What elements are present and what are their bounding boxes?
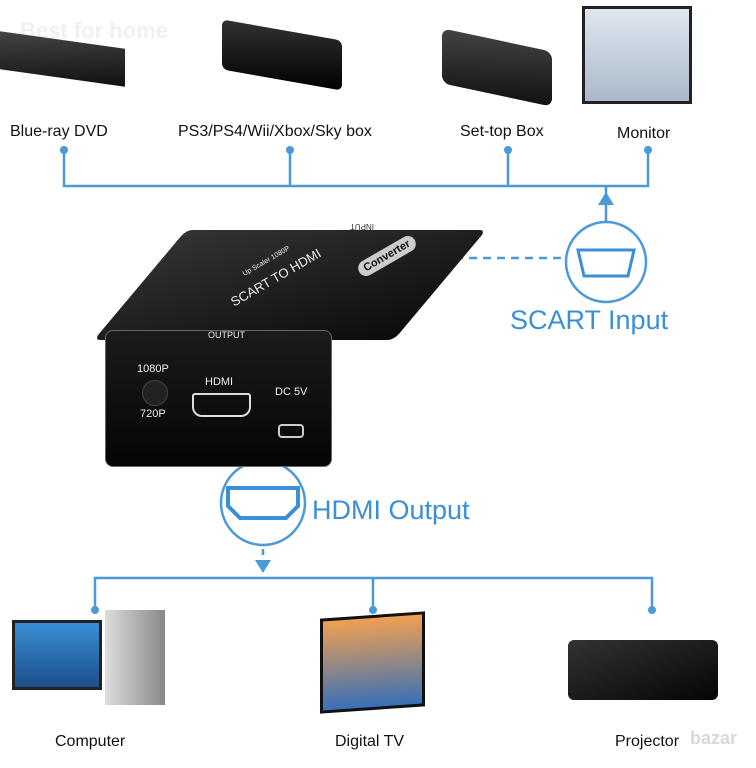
source-drop-lines — [288, 150, 510, 186]
tv-image — [320, 611, 425, 714]
source-bus-line — [62, 150, 650, 188]
output-label-tv: Digital TV — [335, 733, 405, 750]
output-label-projector: Projector — [615, 733, 680, 750]
res-720-label: 720P — [140, 408, 166, 420]
device-output-text: OUTPUT — [208, 330, 245, 340]
output-bus-line — [93, 576, 654, 610]
converter-front — [105, 330, 332, 467]
res-1080-label: 1080P — [137, 363, 169, 375]
hdmi-port-label: HDMI — [205, 376, 234, 388]
source-label-bluray: Blue-ray DVD — [10, 123, 108, 140]
scart-input-label: SCART Input — [510, 305, 669, 335]
usb-power-port — [278, 424, 304, 438]
resolution-switch[interactable] — [142, 380, 168, 406]
computer-image — [12, 620, 102, 690]
monitor-image — [582, 6, 692, 104]
device-input-text: INPUT — [350, 222, 374, 231]
projector-image — [568, 640, 718, 700]
dc-power-label: DC 5V — [275, 386, 308, 398]
source-label-settop: Set-top Box — [460, 123, 544, 140]
watermark-bottom: bazar — [690, 728, 738, 748]
source-label-console: PS3/PS4/Wii/Xbox/Sky box — [178, 123, 372, 140]
hdmi-port — [192, 393, 251, 417]
hdmi-output-label: HDMI Output — [312, 495, 470, 525]
computer-tower-image — [105, 610, 165, 705]
source-label-monitor: Monitor — [617, 125, 671, 142]
output-label-computer: Computer — [55, 733, 126, 750]
